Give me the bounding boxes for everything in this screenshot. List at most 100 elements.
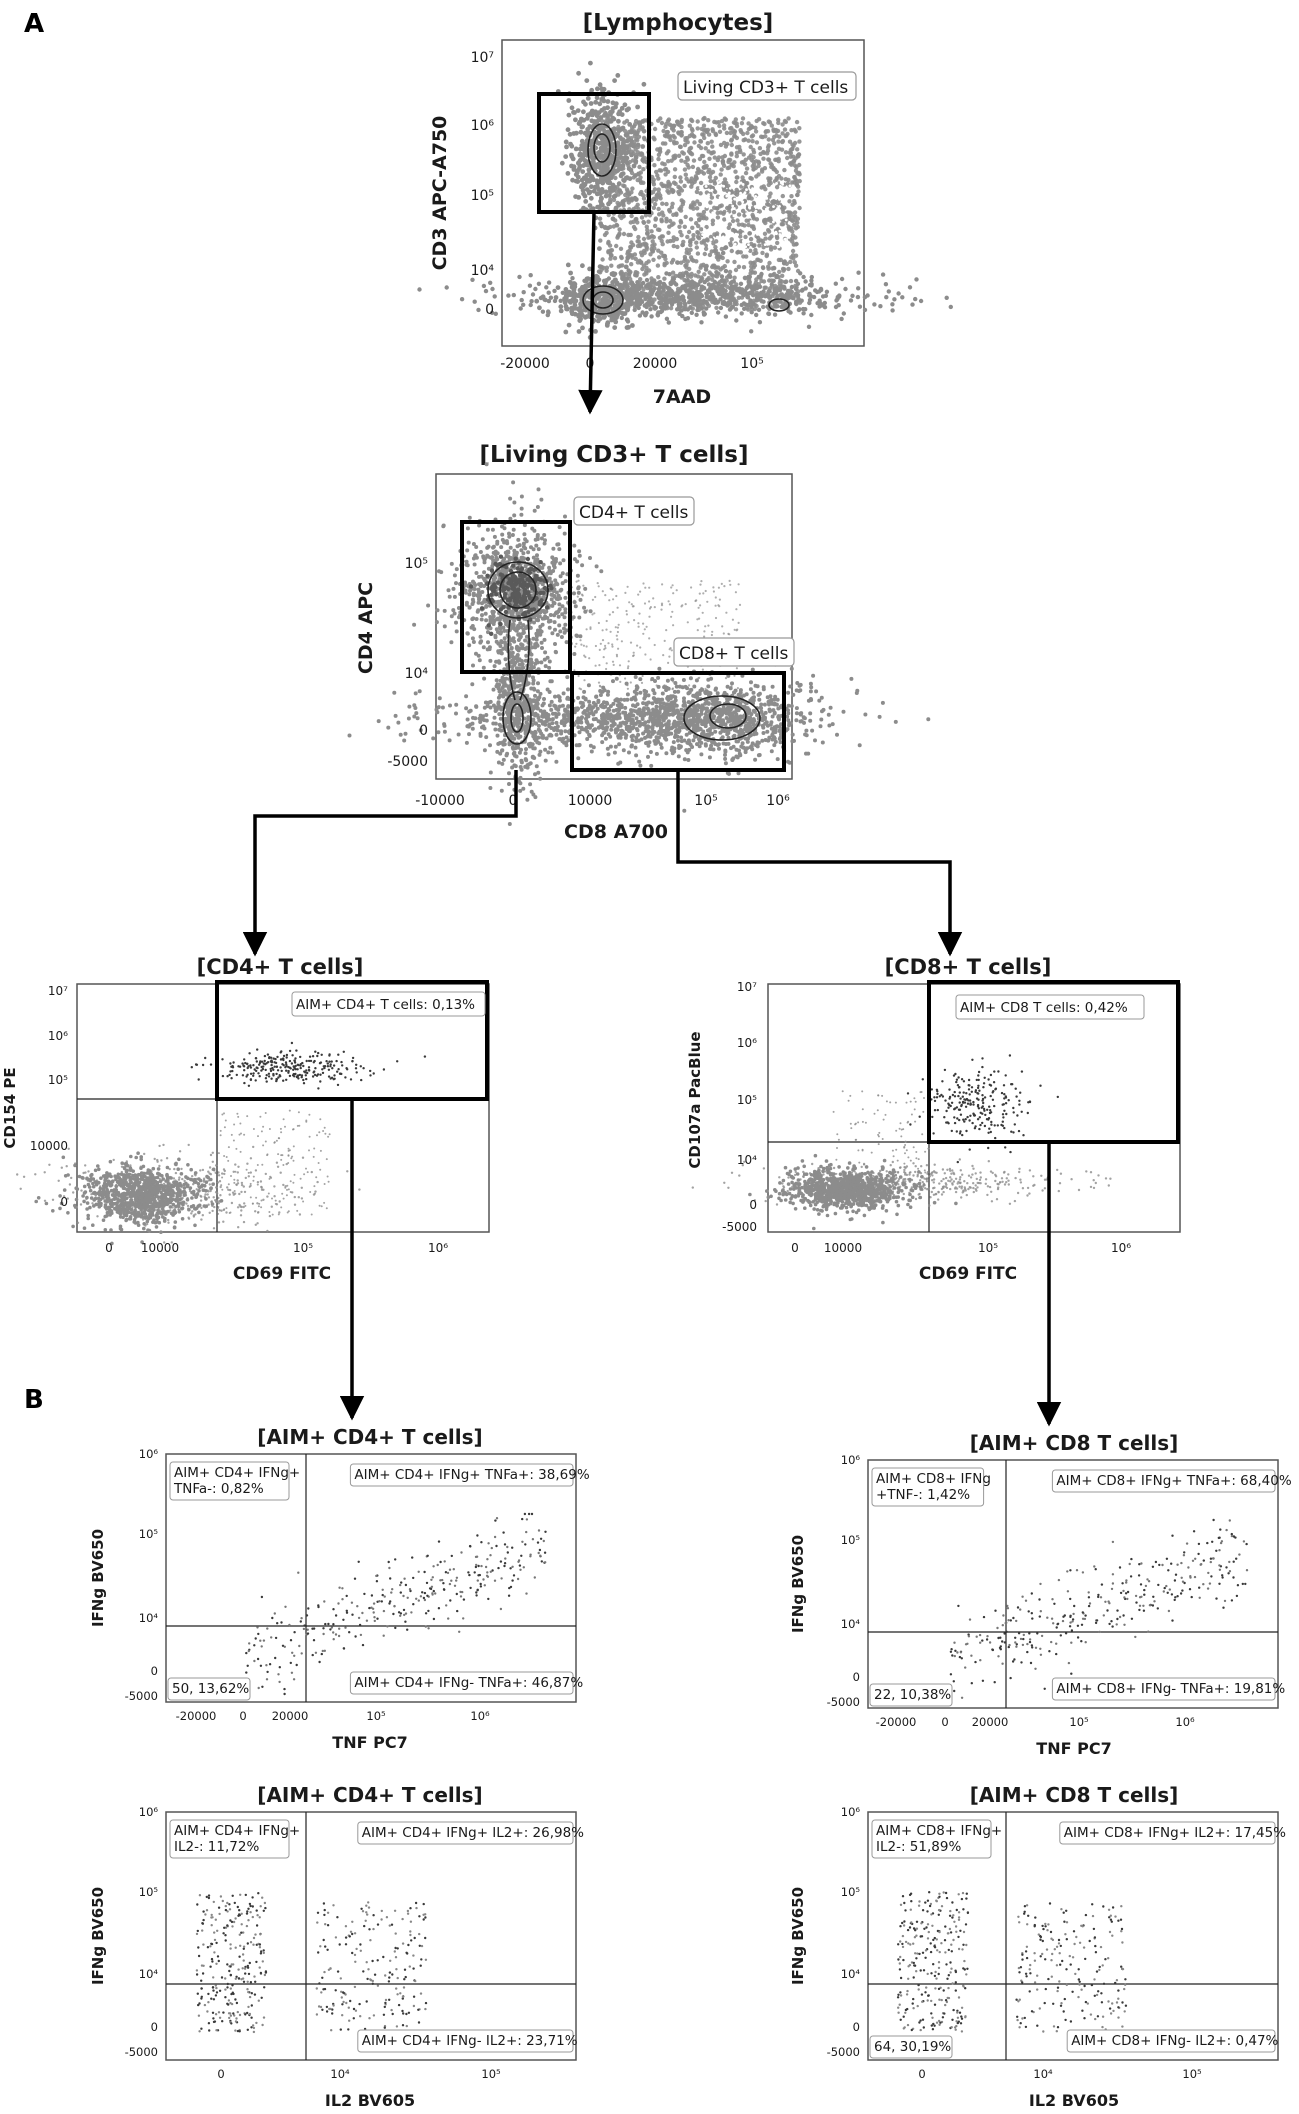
plot-frame (435, 473, 793, 780)
plot-frame (867, 1811, 1279, 2061)
y-tick: -5000 (125, 1689, 158, 1703)
y-tick: 0 (151, 1664, 158, 1678)
x-tick: 10⁵ (1182, 2067, 1202, 2081)
y-axis-label: IFNg BV650 (789, 1887, 807, 1985)
y-axis-label: CD154 PE (1, 1067, 19, 1148)
gate-arrow (676, 770, 963, 957)
quadrant-label: 22, 10,38% (874, 1687, 951, 1703)
plot-title: [AIM+ CD8 T cells] (970, 1783, 1179, 1807)
panel-letter-a: A (24, 9, 44, 39)
quadrant-label-box: AIM+ CD8+ IFNg- IL2+: 0,47% (1066, 2029, 1279, 2053)
x-tick: 10⁶ (1175, 1715, 1195, 1729)
density-contours (487, 561, 761, 745)
density-contours (582, 123, 790, 315)
x-tick: 20000 (972, 1715, 1009, 1729)
x-ticks: 0 10000 10⁵ 10⁶ (105, 1241, 448, 1255)
x-axis-label: 7AAD (653, 386, 711, 408)
gate-arrow (578, 211, 603, 415)
gate-cd4 (460, 520, 572, 674)
y-tick: 10⁵ (841, 1533, 861, 1547)
y-tick: 10⁶ (139, 1805, 159, 1819)
plot-p5-quadrant: [AIM+ CD4+ T cells]AIM+ CD4+ IFNg+TNFa-:… (89, 1425, 590, 1752)
quadrant-label-box: AIM+ CD4+ IFNg+ TNFa+: 38,69% (349, 1463, 590, 1487)
quadrant-label-box: AIM+ CD4+ IFNg- IL2+: 23,71% (357, 2029, 578, 2053)
plot-cd8-t-cells: [CD8+ T cells] AIM+ CD8 T cells: 0,42% 1… (686, 955, 1181, 1284)
quadrant-label: IL2-: 11,72% (174, 1839, 259, 1855)
gate-label-box: CD8+ T cells (673, 637, 795, 667)
quadrant-label-box: AIM+ CD4+ IFNg+IL2-: 11,72% (169, 1819, 300, 1859)
plot-title: [CD4+ T cells] (197, 955, 364, 979)
quadrant-label-box: AIM+ CD4+ IFNg+TNFa-: 0,82% (169, 1461, 300, 1501)
gate-label: AIM+ CD8 T cells: 0,42% (960, 1000, 1128, 1016)
x-tick: 0 (941, 1715, 948, 1729)
y-tick: 10⁴ (841, 1617, 861, 1631)
quadrant-plots: [AIM+ CD4+ T cells] AIM+ CD4+ IFNg+TNFa-:… (89, 1425, 1292, 2110)
quadrant-label: AIM+ CD4+ IFNg+ TNFa+: 38,69% (354, 1467, 589, 1483)
plot-frame (501, 39, 865, 347)
gate-label: CD8+ T cells (679, 644, 788, 664)
y-tick: 10⁵ (139, 1527, 159, 1541)
quadrant-label-box: AIM+ CD8+ IFNg+IL2-: 51,89% (871, 1819, 1002, 1859)
event-cloud (195, 1892, 428, 2034)
quadrant-label-box: AIM+ CD8+ IFNg+ TNFa+: 68,40% (1051, 1469, 1292, 1493)
quadrant-label: AIM+ CD4+ IFNg- IL2+: 23,71% (362, 2033, 578, 2049)
event-cloud (691, 1054, 1112, 1231)
event-cloud (949, 1518, 1249, 1700)
plot-title: [CD8+ T cells] (885, 955, 1052, 979)
x-ticks: -10000 0 10000 10⁵ 10⁶ (415, 793, 790, 809)
quadrant-label: AIM+ CD4+ IFNg+ (174, 1823, 300, 1839)
y-axis-label: CD3 APC-A750 (429, 116, 451, 271)
y-axis-label: IFNg BV650 (89, 1529, 107, 1627)
quadrant-label-box: AIM+ CD4+ IFNg+ IL2+: 26,98% (357, 1821, 584, 1845)
quadrant-label: AIM+ CD8+ IFNg+ IL2+: 17,45% (1064, 1825, 1286, 1841)
x-ticks: -20000 0 20000 10⁵ (500, 356, 764, 372)
y-tick: -5000 (125, 2045, 158, 2059)
x-tick: 0 (239, 1709, 246, 1723)
plot-title: [Lymphocytes] (583, 10, 774, 36)
quadrant-label: AIM+ CD4+ IFNg+ IL2+: 26,98% (362, 1825, 584, 1841)
svg-text:10⁷: 10⁷ (471, 50, 494, 66)
plot-p6-quadrant: [AIM+ CD8 T cells]AIM+ CD8+ IFNg+TNF-: 1… (789, 1431, 1292, 1758)
y-tick: 10⁶ (841, 1805, 861, 1819)
quadrant-label-box: AIM+ CD8+ IFNg- TNFa+: 19,81% (1051, 1677, 1285, 1701)
x-ticks: 0 10000 10⁵ 10⁶ (791, 1241, 1131, 1255)
gate-label: Living CD3+ T cells (683, 78, 848, 98)
gate-label-box: AIM+ CD8 T cells: 0,42% (955, 994, 1145, 1020)
x-axis-label: CD8 A700 (564, 821, 668, 843)
plot-living-cd3-t-cells: [Living CD3+ T cells] CD4+ T cells CD8+ … (347, 442, 931, 843)
y-axis-label: CD107a PacBlue (686, 1031, 704, 1168)
y-tick: -5000 (827, 2045, 860, 2059)
svg-text:20000: 20000 (633, 356, 678, 372)
gate-label-box: CD4+ T cells (573, 496, 695, 526)
y-tick: 0 (853, 1670, 860, 1684)
x-tick: 10⁵ (366, 1709, 386, 1723)
svg-text:10⁶: 10⁶ (471, 118, 495, 134)
plot-title: [AIM+ CD8 T cells] (970, 1431, 1179, 1455)
y-axis-label: IFNg BV650 (89, 1887, 107, 1985)
x-tick: 10⁴ (1033, 2067, 1053, 2081)
y-axis-label: CD4 APC (355, 582, 377, 674)
svg-text:10⁵: 10⁵ (471, 188, 494, 204)
y-ticks: 10⁷ 10⁶ 10⁵ 10000 0 (30, 984, 68, 1209)
y-tick: 0 (151, 2020, 158, 2034)
y-tick: 10⁴ (139, 1611, 159, 1625)
quadrant-label-box: 64, 30,19% (869, 2035, 953, 2059)
plot-title: [AIM+ CD4+ T cells] (257, 1783, 482, 1807)
plot-p7-quadrant: [AIM+ CD4+ T cells] AIM+ CD4+ IFNg+IL2-: … (89, 1783, 584, 2110)
y-tick: 10⁵ (841, 1885, 861, 1899)
quadrant-label: AIM+ CD4+ IFNg+ (174, 1465, 300, 1481)
x-axis-label: CD69 FITC (919, 1264, 1017, 1284)
y-ticks: 10⁷ 10⁶ 10⁵ 10⁴ 0 -5000 (722, 980, 757, 1234)
y-ticks: 10⁷ 10⁶ 10⁵ 10⁴ 0 (471, 50, 495, 318)
event-cloud (245, 1512, 547, 1696)
y-tick: 10⁶ (841, 1453, 861, 1467)
plot-frame (867, 1459, 1279, 1709)
event-cloud (896, 1891, 1128, 2033)
y-tick: 10⁴ (139, 1967, 159, 1981)
quadrant-label: AIM+ CD8+ IFNg+ TNFa+: 68,40% (1056, 1473, 1291, 1489)
x-axis-label: IL2 BV605 (1029, 2091, 1119, 2110)
y-tick: -5000 (827, 1695, 860, 1709)
svg-text:10⁴: 10⁴ (471, 263, 495, 279)
x-tick: -20000 (176, 1709, 217, 1723)
y-tick: 10⁴ (841, 1967, 861, 1981)
